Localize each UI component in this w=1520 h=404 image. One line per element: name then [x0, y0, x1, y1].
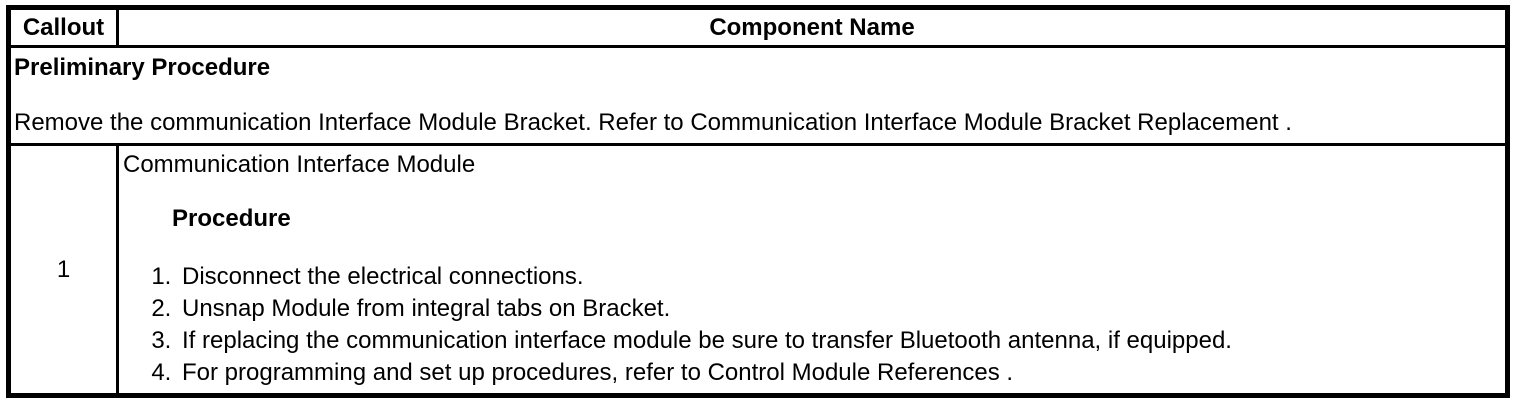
callout-number-cell: 1 [11, 146, 119, 393]
component-row: 1 Communication Interface Module Procedu… [11, 146, 1505, 393]
preliminary-procedure-title: Preliminary Procedure [14, 54, 271, 81]
preliminary-procedure-text: Remove the communication Interface Modul… [14, 109, 1292, 136]
procedure-heading: Procedure [172, 205, 291, 232]
procedure-step: For programming and set up procedures, r… [178, 358, 1499, 388]
preliminary-procedure-row: Preliminary Procedure Remove the communi… [11, 48, 1505, 146]
procedure-steps-list: Disconnect the electrical connections. U… [123, 262, 1499, 388]
header-cell-callout: Callout [11, 10, 119, 45]
procedure-step: Unsnap Module from integral tabs on Brac… [178, 294, 1499, 324]
component-callout-table: Callout Component Name Preliminary Proce… [6, 5, 1510, 398]
component-name-text: Communication Interface Module [123, 151, 476, 178]
header-cell-component-name: Component Name [709, 13, 915, 41]
table-header-row: Callout Component Name [11, 10, 1505, 48]
component-detail-cell: Communication Interface Module Procedure… [119, 146, 1505, 393]
procedure-step: If replacing the communication interface… [178, 326, 1499, 356]
procedure-step: Disconnect the electrical connections. [178, 262, 1499, 292]
